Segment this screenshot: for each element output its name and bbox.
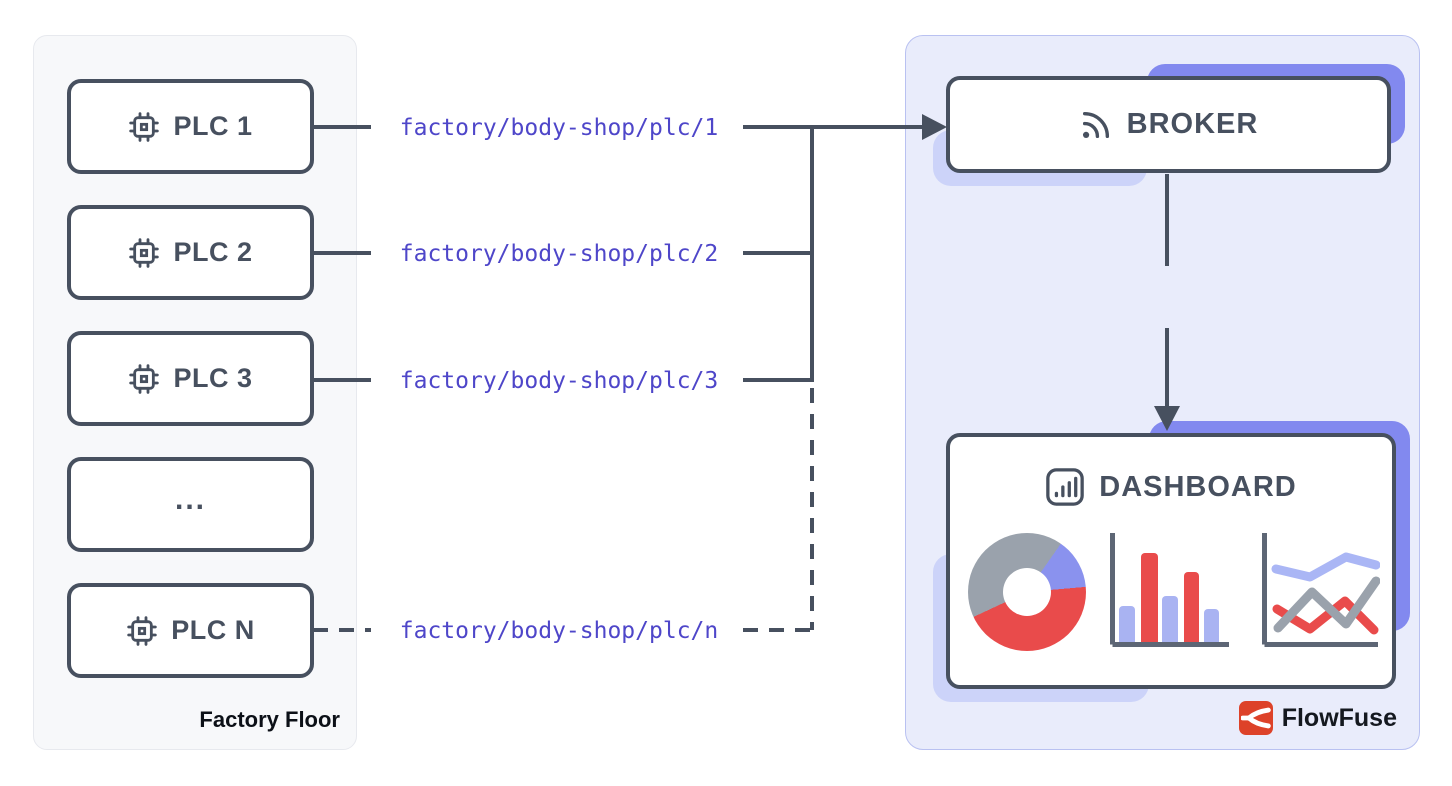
factory-floor-caption: Factory Floor [199, 707, 340, 732]
brand-row: FlowFuse [1238, 701, 1397, 735]
plc-ellipsis-node: ... [67, 457, 314, 552]
broker-label: BROKER [1126, 108, 1259, 140]
line-chart-graphic-icon [1262, 533, 1380, 647]
ellipsis-label: ... [174, 482, 206, 516]
rss-icon [1082, 111, 1109, 138]
plc-2-node: PLC 2 [67, 205, 314, 300]
topic-plc-n: factory/body-shop/plc/n [399, 618, 719, 644]
broker-box: BROKER [946, 76, 1391, 173]
dashboard-label: DASHBOARD [1099, 470, 1297, 503]
dashboard-node: DASHBOARD [933, 421, 1410, 702]
donut-chart-hole [1003, 568, 1051, 616]
topic-plc-1: factory/body-shop/plc/1 [399, 115, 719, 141]
cpu-chip-icon [129, 237, 160, 268]
plc-1-label: PLC 1 [173, 111, 253, 141]
dashboard-box: DASHBOARD [946, 433, 1396, 689]
bar-chart-icon [1046, 468, 1085, 506]
plc-1-node: PLC 1 [67, 79, 314, 174]
plc-3-node: PLC 3 [67, 331, 314, 426]
cpu-chip-icon [129, 111, 160, 142]
plc-3-label: PLC 3 [173, 363, 253, 393]
platform-panel: BROKER DASHBOARD [905, 35, 1420, 750]
cpu-chip-icon [129, 363, 160, 394]
broker-node: BROKER [933, 64, 1405, 186]
plc-n-label: PLC N [171, 615, 255, 645]
donut-chart-icon [968, 533, 1086, 651]
plc-n-node: PLC N [67, 583, 314, 678]
bar-chart-graphic-icon [1110, 533, 1229, 647]
topic-plc-2: factory/body-shop/plc/2 [399, 241, 719, 267]
flowfuse-logo-icon [1238, 701, 1273, 735]
plc-2-label: PLC 2 [173, 237, 253, 267]
topic-plc-3: factory/body-shop/plc/3 [399, 368, 719, 394]
brand-label: FlowFuse [1281, 703, 1397, 732]
cpu-chip-icon [127, 615, 157, 646]
factory-floor-panel: PLC 1 PLC 2 PLC 3 ... PLC N [33, 35, 357, 750]
